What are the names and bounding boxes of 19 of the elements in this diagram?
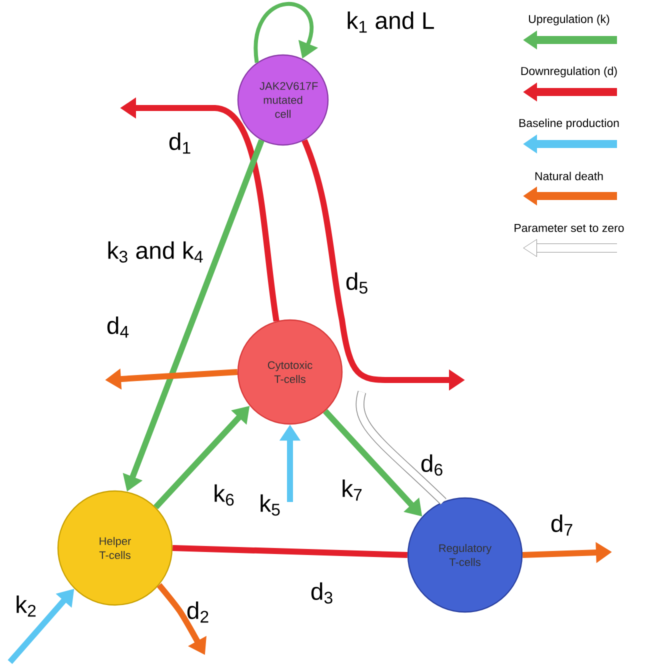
arrow: [254, 2, 318, 63]
legend-label: Downregulation (d): [521, 66, 617, 78]
edge-label: k$_{3}$ and k$_{4}$: [108, 241, 203, 263]
edge-label: d$_{1}$: [169, 132, 190, 154]
edge-label: d$_{6}$: [421, 454, 442, 476]
legend-label: Natural death: [535, 172, 603, 180]
legend-label: Upregulation (k): [528, 14, 610, 26]
edge-label: k$_{6}$: [214, 484, 234, 506]
edge-label: d$_{7}$: [551, 514, 572, 536]
legend-label: Baseline production: [519, 118, 619, 130]
legend-label: Parameter set to zero: [514, 224, 624, 232]
edge-label: k$_{7}$: [342, 479, 362, 501]
edge-label: k$_{5}$: [260, 494, 280, 516]
edge-label: d$_{4}$: [107, 316, 129, 338]
edge-label: k$_{2}$: [16, 595, 36, 617]
edge-label: d$_{5}$: [346, 272, 368, 294]
edge-label: k$_{1}$ and L: [348, 11, 434, 33]
edge-label: d$_{3}$: [311, 582, 332, 604]
edge-label: d$_{2}$: [187, 601, 208, 623]
